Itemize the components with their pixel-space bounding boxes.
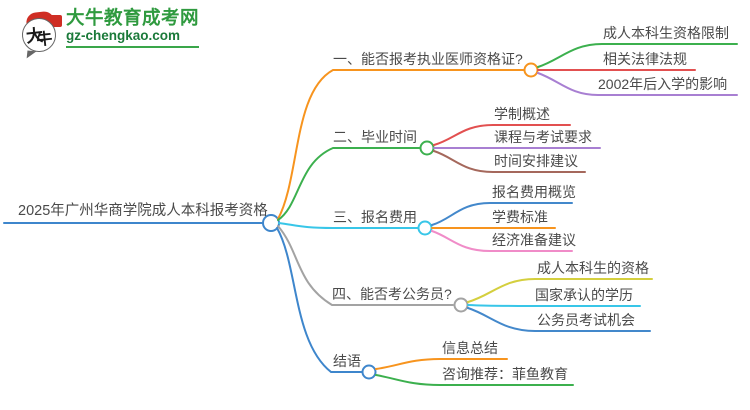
- branch-1-handle[interactable]: [523, 62, 539, 78]
- branch-1-child-1-topic[interactable]: 成人本科生资格限制: [603, 25, 729, 41]
- logo-red-seal-icon: [50, 15, 62, 27]
- root-topic[interactable]: 2025年广州华商学院成人本科报考资格: [18, 203, 268, 219]
- branch-5-child-2-topic[interactable]: 咨询推荐：菲鱼教育: [442, 366, 568, 382]
- branch-2-child-1-connector: [433, 124, 571, 146]
- branch-4-child-1-topic[interactable]: 成人本科生的资格: [537, 260, 649, 276]
- branch-3-child-3-connector: [431, 230, 573, 252]
- branch-3-connector: [278, 222, 419, 229]
- branch-1-child-1-connector: [537, 43, 738, 68]
- branch-1-child-2-topic[interactable]: 相关法律法规: [603, 51, 687, 67]
- branch-3-handle[interactable]: [417, 220, 433, 236]
- branch-4-topic[interactable]: 四、能否考公务员?: [332, 286, 452, 302]
- branch-5-topic[interactable]: 结语: [333, 353, 361, 369]
- site-name: 大牛教育成考网: [66, 7, 200, 28]
- branch-3-child-2-topic[interactable]: 学费标准: [492, 209, 548, 225]
- branch-5-child-2-connector: [375, 374, 574, 386]
- branch-2-connector: [277, 147, 421, 221]
- branch-3-topic[interactable]: 三、报名费用: [333, 209, 417, 225]
- logo-text: 大牛教育成考网 gz-chengkao.com: [66, 7, 200, 48]
- branch-4-child-2-connector: [467, 304, 641, 307]
- branch-2-child-2-topic[interactable]: 课程与考试要求: [494, 129, 592, 145]
- branch-2-handle[interactable]: [419, 140, 435, 156]
- site-url: gz-chengkao.com: [66, 28, 181, 43]
- branch-4-child-3-topic[interactable]: 公务员考试机会: [537, 312, 635, 328]
- branch-5-connector: [276, 227, 363, 373]
- branch-2-child-1-topic[interactable]: 学制概述: [494, 106, 550, 122]
- branch-2-child-3-connector: [433, 150, 586, 173]
- branch-1-connector: [277, 69, 525, 220]
- branch-4-child-2-topic[interactable]: 国家承认的学历: [535, 287, 633, 303]
- branch-4-child-1-connector: [467, 278, 653, 303]
- branch-1-topic[interactable]: 一、能否报考执业医师资格证?: [333, 51, 523, 67]
- logo-badge: 大 牛: [20, 8, 62, 56]
- branch-3-child-1-connector: [431, 202, 573, 226]
- branch-2-topic[interactable]: 二、毕业时间: [333, 129, 417, 145]
- branch-2-child-3-topic[interactable]: 时间安排建议: [494, 153, 578, 169]
- branch-3-child-3-topic[interactable]: 经济准备建议: [492, 232, 576, 248]
- branch-1-child-3-topic[interactable]: 2002年后入学的影响: [598, 76, 728, 92]
- branch-1-child-3-connector: [537, 72, 738, 96]
- branch-5-child-1-topic[interactable]: 信息总结: [442, 340, 498, 356]
- branch-4-connector: [277, 225, 454, 306]
- branch-4-handle[interactable]: [453, 297, 469, 313]
- logo-char-niu: 牛: [35, 28, 54, 50]
- branch-4-child-3-connector: [467, 307, 651, 332]
- site-logo[interactable]: 大 牛 大牛教育成考网 gz-chengkao.com: [20, 7, 200, 56]
- branch-5-handle[interactable]: [361, 364, 377, 380]
- branch-5-child-1-connector: [375, 358, 508, 370]
- branch-3-child-1-topic[interactable]: 报名费用概览: [492, 184, 576, 200]
